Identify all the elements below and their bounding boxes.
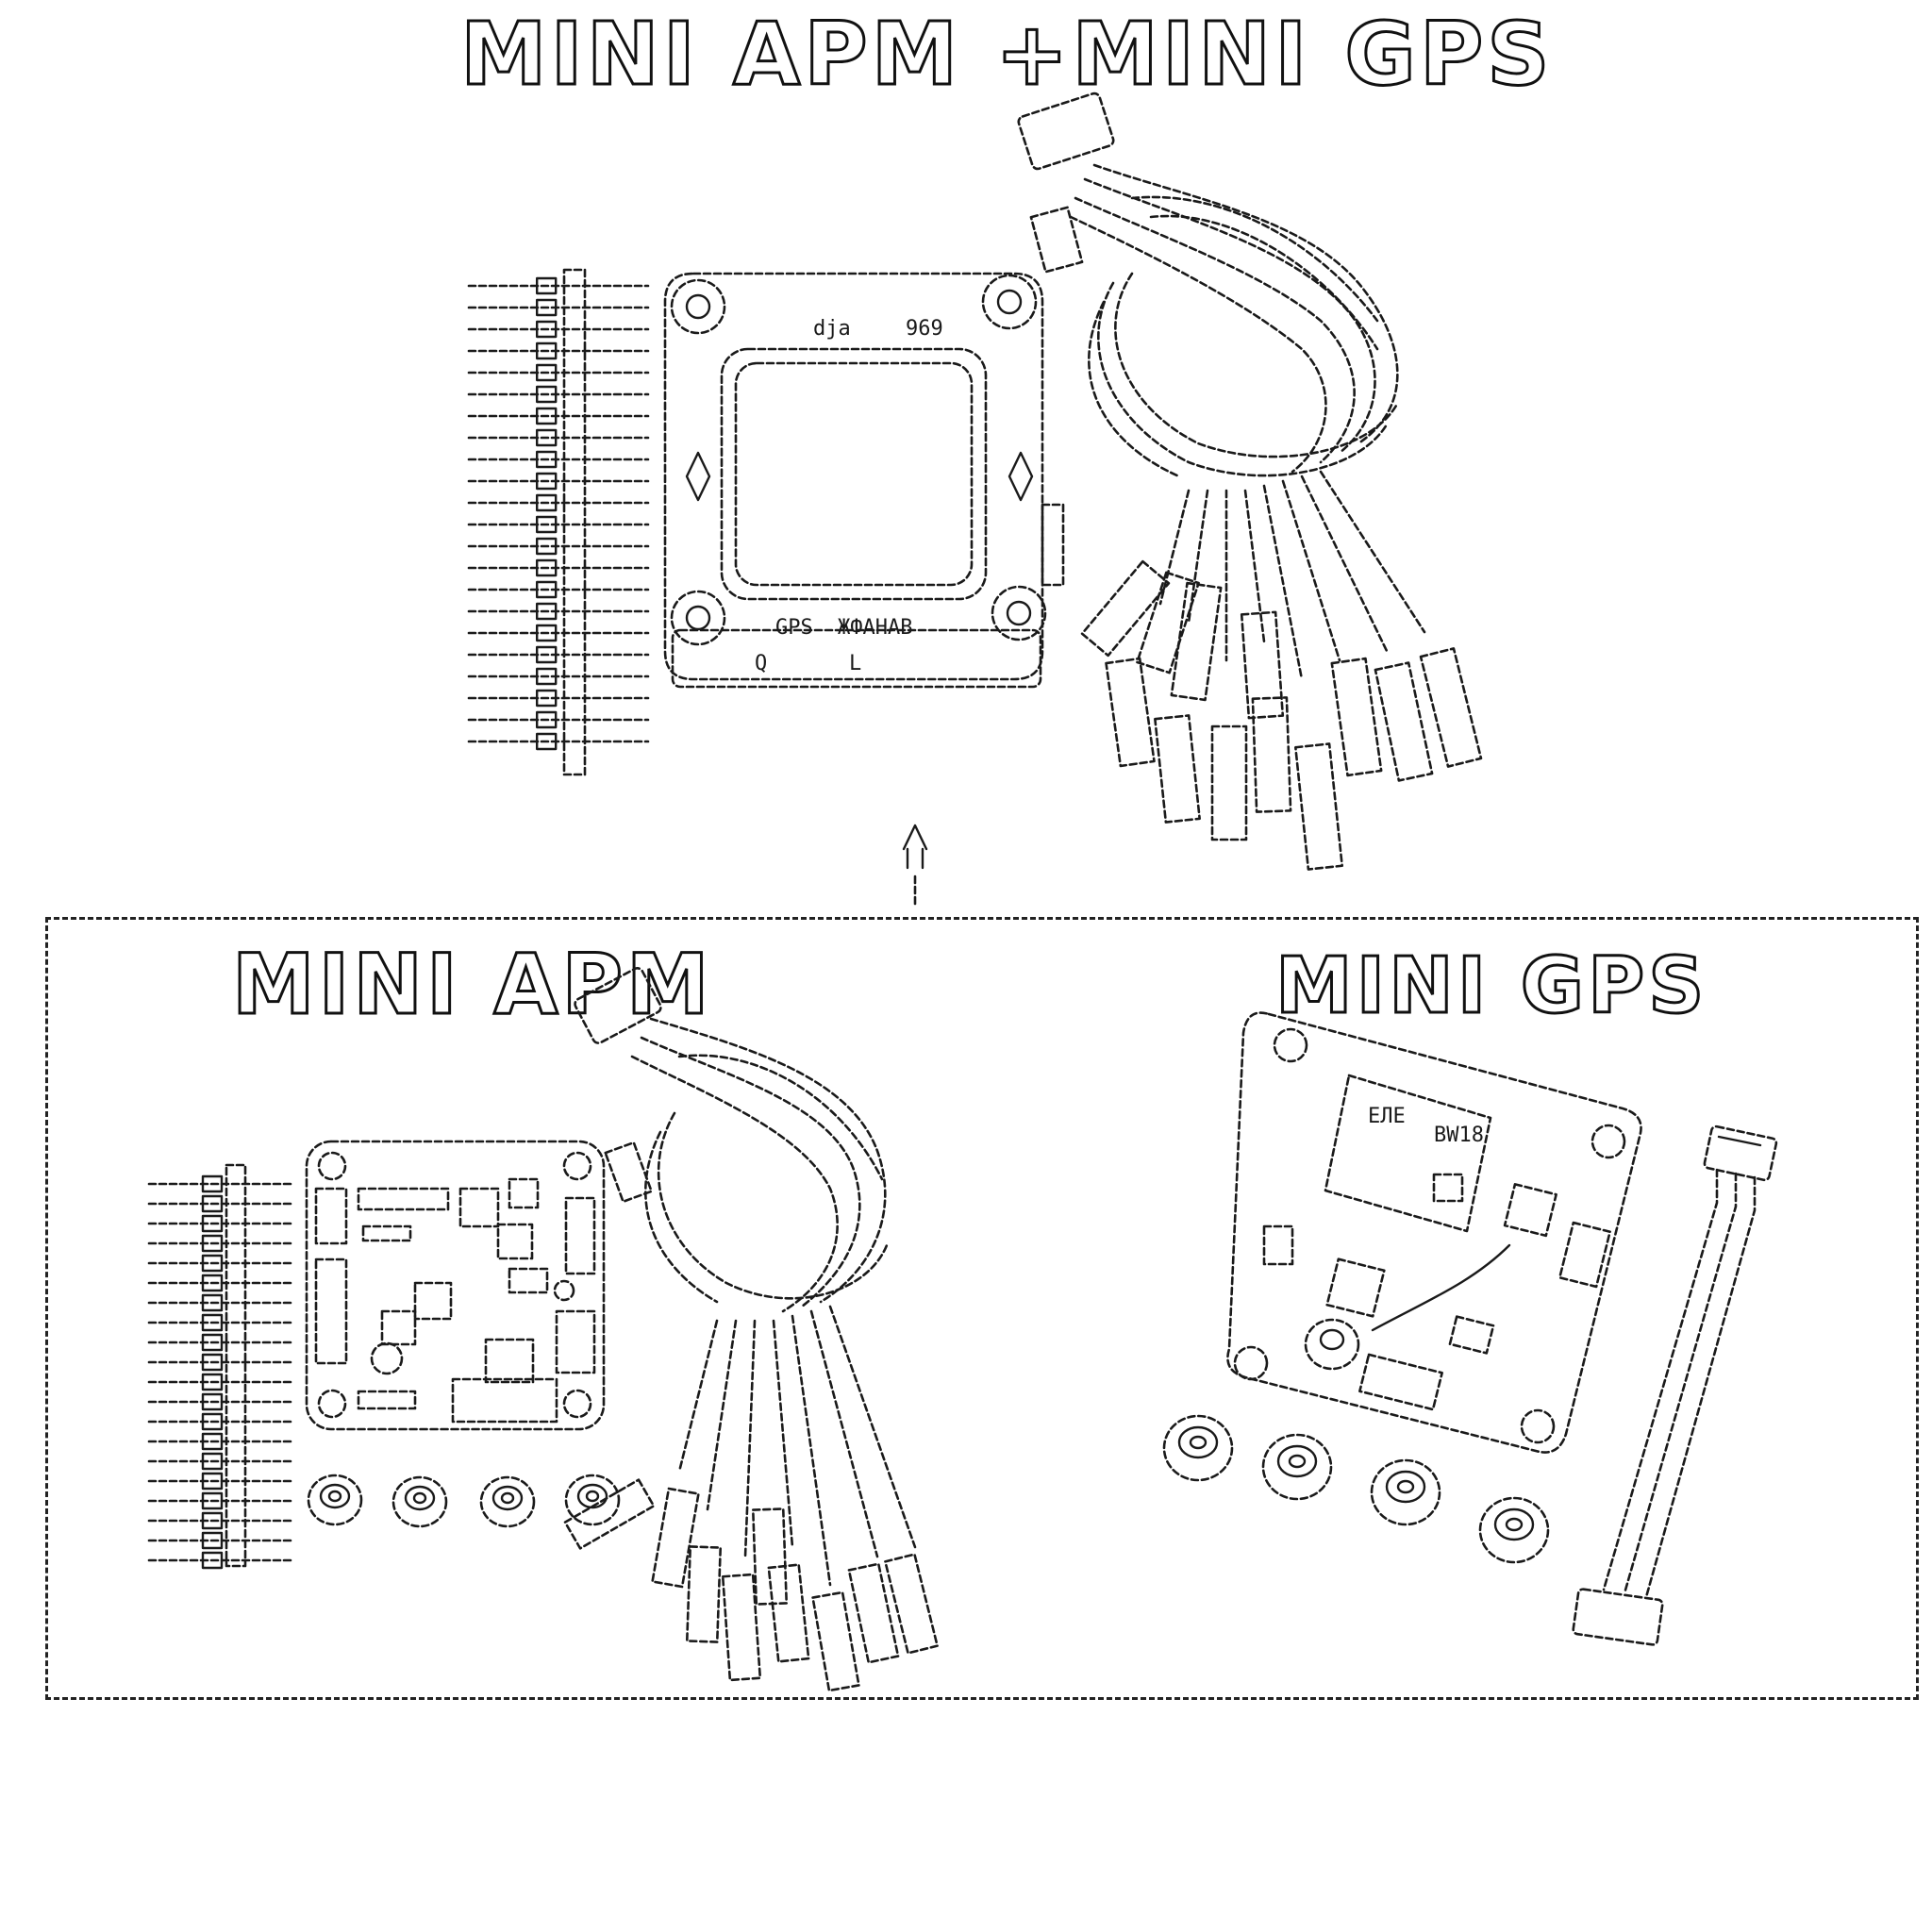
header-pin-block [536, 450, 558, 469]
header-pin-block [536, 493, 558, 512]
stacked-module-top: dja 969 GPS ЖФАНАВ Q L [663, 272, 1065, 689]
header-pin-block [201, 1313, 224, 1332]
gps-mounting-spacers [1162, 1414, 1550, 1564]
cable-connector [884, 1553, 939, 1655]
header-pin-block [536, 732, 558, 751]
header-pin-block [201, 1452, 224, 1471]
cable-connector [1210, 724, 1248, 841]
marking-bottom-left: GPS [775, 616, 813, 640]
header-pin-block [536, 710, 558, 729]
header-pin-block [201, 1392, 224, 1411]
pin-header-top [467, 268, 650, 776]
header-pin-block [536, 320, 558, 339]
apm-flight-controller-board [305, 1140, 606, 1431]
header-pin-block [536, 472, 558, 491]
header-pin-block [201, 1511, 224, 1530]
header-pin-block [201, 1472, 224, 1491]
cable-connector [1374, 661, 1434, 782]
cable-connector [811, 1591, 860, 1692]
cable-connector [1240, 610, 1285, 720]
header-pin-block [536, 689, 558, 708]
mini-apm-title: MINI APM [231, 936, 713, 1033]
header-pin-block [201, 1432, 224, 1451]
header-pin-block [536, 645, 558, 664]
header-pin-block [536, 428, 558, 447]
apm-cable-bundle [563, 967, 939, 1692]
cable-connector [1330, 657, 1383, 777]
gps-connection-cable [1572, 1124, 1778, 1646]
header-pin-block [536, 537, 558, 556]
header-pin-block [536, 363, 558, 382]
assembly-arrow [902, 824, 928, 906]
header-pin-block [536, 407, 558, 425]
cable-connector [847, 1562, 900, 1664]
cable-connector [751, 1507, 789, 1606]
header-pin-block [201, 1531, 224, 1550]
header-pin-block [201, 1353, 224, 1372]
header-pin-block [201, 1194, 224, 1213]
marking-strip-right: L [849, 652, 861, 675]
header-pin-block [201, 1274, 224, 1292]
marking-bottom-right: ЖФАНАВ [838, 616, 912, 640]
header-pin-block [536, 602, 558, 621]
marking-strip-left: Q [755, 652, 767, 675]
cable-connector [721, 1573, 762, 1682]
header-pin-block [536, 558, 558, 577]
gps-module-marking-right: BW18 [1434, 1124, 1484, 1147]
cable-connector [1294, 742, 1343, 871]
components-frame [45, 917, 1919, 1700]
header-pin-block [201, 1214, 224, 1233]
header-pin-block [536, 580, 558, 599]
header-pin-block [536, 515, 558, 534]
marking-top-left: dja [813, 317, 851, 341]
marking-top-right: 969 [906, 317, 943, 341]
header-pin-block [201, 1333, 224, 1352]
header-pin-block [201, 1174, 224, 1193]
cable-connector [1105, 657, 1156, 768]
header-pin-block [536, 298, 558, 317]
cable-connector [1419, 647, 1483, 768]
cable-bundle-top [1017, 92, 1483, 871]
header-pin-block [201, 1412, 224, 1431]
apm-mounting-spacers [307, 1474, 621, 1528]
header-pin-block [201, 1373, 224, 1391]
header-pin-block [201, 1293, 224, 1312]
cable-connector [1170, 581, 1223, 702]
header-pin-block [536, 667, 558, 686]
mini-gps-title: MINI GPS [1274, 941, 1708, 1031]
cable-connector [1154, 714, 1201, 824]
cable-connector [563, 1478, 656, 1550]
header-pin-block [201, 1254, 224, 1273]
cable-connector [1251, 696, 1292, 813]
header-pin-block [201, 1491, 224, 1510]
cable-connector [767, 1563, 810, 1663]
pin-header-apm [147, 1163, 292, 1570]
header-pin-block [536, 341, 558, 360]
combined-kit-title: MINI APM +MINI GPS [459, 4, 1554, 105]
header-pin-block [536, 624, 558, 642]
cable-connector [1136, 571, 1200, 675]
header-pin-block [201, 1551, 224, 1570]
gps-module-marking: ЕЛЕ [1368, 1105, 1406, 1128]
header-pin-block [536, 385, 558, 404]
cable-connector [1080, 559, 1171, 658]
header-pin-block [536, 276, 558, 295]
header-pin-block [201, 1234, 224, 1253]
gps-board: ЕЛЕ BW18 [1226, 1011, 1642, 1454]
cable-connector [685, 1545, 723, 1643]
cable-connector [651, 1487, 700, 1589]
